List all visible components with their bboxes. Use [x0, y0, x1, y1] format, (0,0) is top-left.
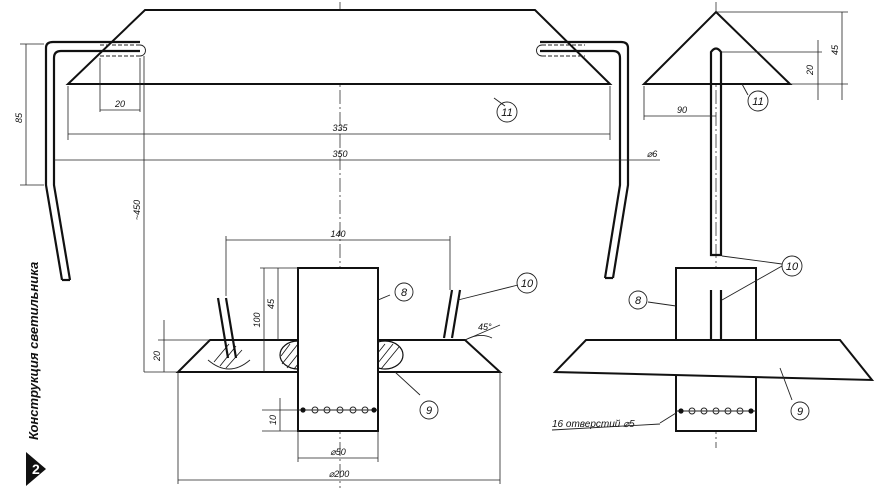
base-side-view: [552, 339, 875, 382]
dim-20-slot: 20: [114, 99, 125, 109]
dim-140: 140: [330, 229, 345, 239]
balloon-9-front: 9: [426, 405, 432, 417]
wire-bracket-part-10: [44, 40, 630, 282]
dim-85: 85: [14, 112, 24, 123]
dim-450: ~450: [132, 200, 142, 220]
dim-diameter-200: ⌀200: [329, 469, 349, 479]
figure-number-badge: 2: [26, 452, 46, 486]
dim-45-degrees: 45°: [478, 322, 492, 332]
part-balloons: 8 9 10 11 8 9 10 11: [394, 90, 810, 421]
vent-holes-side: [676, 407, 756, 415]
balloon-9-side: 9: [797, 406, 803, 418]
figure-number: 2: [32, 461, 40, 477]
front-view: [20, 2, 660, 488]
dim-20-base: 20: [152, 351, 162, 362]
dim-90: 90: [677, 105, 687, 115]
balloon-8-side: 8: [635, 295, 642, 307]
balloon-11-side: 11: [752, 96, 763, 108]
balloon-10-front: 10: [521, 278, 534, 290]
holes-callout: 16 отверстий ⌀5: [552, 419, 635, 430]
dim-diameter-6: ⌀6: [647, 149, 657, 159]
shade-part-11: [65, 9, 613, 85]
dim-335: 335: [332, 123, 348, 133]
dimension-labels: 20 335 350 ⌀6 85 ~450 140 100 45 20 45° …: [14, 44, 840, 479]
dim-100: 100: [252, 312, 262, 327]
balloon-8-front: 8: [401, 287, 408, 299]
figure-title: Конструкция светильника: [26, 262, 41, 440]
tube-part-8: [297, 267, 379, 432]
dim-diameter-50: ⌀50: [330, 447, 345, 457]
dim-350: 350: [332, 149, 347, 159]
front-dimensions: [20, 43, 660, 484]
balloon-11-front: 11: [501, 107, 512, 119]
side-view: [552, 2, 875, 448]
dim-45-side: 45: [830, 44, 840, 55]
dim-45-tube: 45: [266, 298, 276, 309]
balloon-10-side: 10: [786, 261, 799, 273]
dim-10: 10: [268, 415, 278, 425]
side-dimensions: [643, 11, 848, 120]
vent-holes-row: [298, 406, 378, 414]
shade-trapezoid: [65, 9, 613, 85]
dim-20-side: 20: [805, 65, 815, 76]
